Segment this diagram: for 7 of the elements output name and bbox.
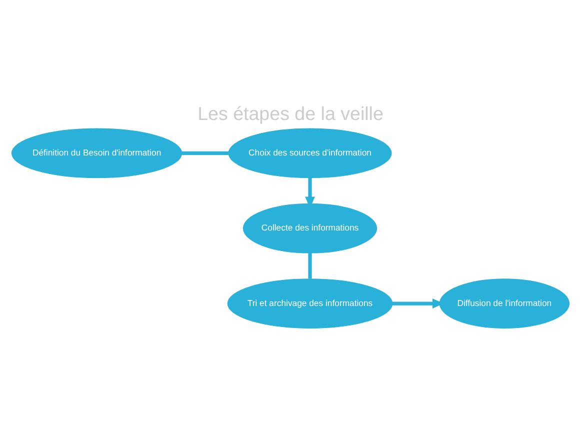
connector: [182, 150, 228, 155]
node-ellipse: Diffusion de l'information: [439, 278, 570, 328]
node-ellipse: Choix des sources d'information: [228, 128, 392, 178]
node-ellipse: Collecte des informations: [242, 202, 378, 253]
connector: [308, 252, 312, 278]
node-ellipse: Tri et archivage des informations: [227, 278, 393, 328]
node-ellipse: Définition du Besoin d'information: [11, 128, 182, 178]
